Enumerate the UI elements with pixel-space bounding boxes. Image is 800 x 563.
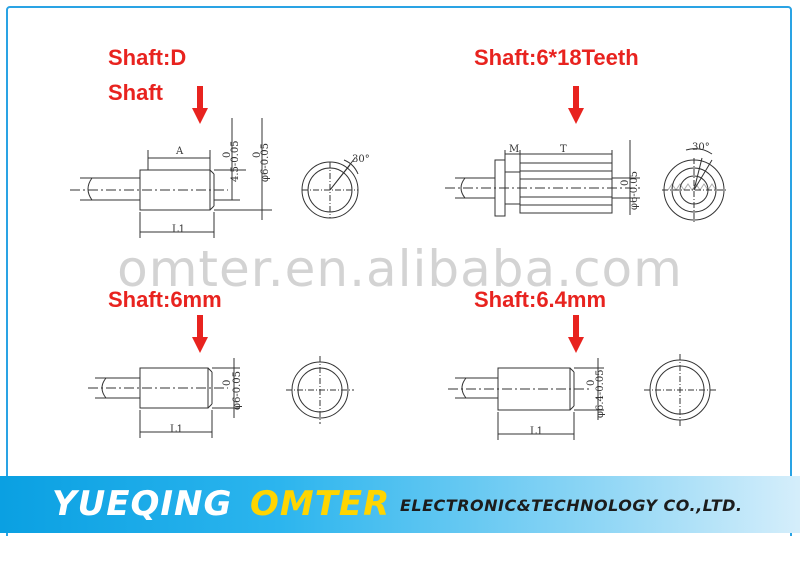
6mm-shaft-end-view (286, 356, 354, 424)
dim-6-4-label: φ6.4-0.05 (595, 369, 606, 418)
6mm-shaft-side-view (88, 358, 240, 438)
dim-zero-label: 0 (620, 180, 631, 186)
banner-yueqing: YUEQING (52, 484, 233, 524)
banner-omter: OMTER (250, 484, 391, 524)
dim-zero-label: 0 (586, 380, 597, 386)
dim-zero-label: 0 (222, 380, 233, 386)
d-shaft-end-view (301, 157, 359, 219)
dim-6-label: φ6-0.05 (232, 371, 243, 410)
dim-m-label: M (509, 144, 519, 155)
banner-company-suffix: ELECTRONIC&TECHNOLOGY CO.,LTD. (400, 496, 743, 515)
title-shaft-d: Shaft:D (108, 45, 187, 70)
dim-t-label: T (560, 144, 567, 155)
dim-l1-label: L1 (170, 424, 183, 435)
title-shaft-6-4mm: Shaft:6.4mm (474, 287, 607, 312)
arrow-down-icon (192, 86, 208, 124)
subtitle-shaft: Shaft (108, 80, 163, 105)
dim-6-label: φ6-0.05 (260, 143, 271, 182)
6-4mm-shaft-side-view (448, 358, 604, 440)
arrow-down-icon (192, 315, 208, 353)
teeth-shaft-end-view (662, 148, 726, 222)
dim-zero-label: 0 (222, 152, 233, 158)
6-4mm-shaft-end-view (644, 354, 716, 426)
arrow-down-icon (568, 315, 584, 353)
dim-angle-label: 30° (352, 154, 370, 165)
watermark: omter.en.alibaba.com (117, 240, 683, 298)
company-banner: YUEQING OMTER ELECTRONIC&TECHNOLOGY CO.,… (0, 476, 800, 533)
arrow-down-icon (568, 86, 584, 124)
dim-6-label: φ6-0.05 (629, 171, 640, 210)
dim-zero-label: 0 (252, 152, 263, 158)
dim-4-5-label: 4.5-0.05 (230, 140, 241, 182)
dim-l1-label: L1 (172, 224, 185, 235)
title-shaft-teeth: Shaft:6*18Teeth (474, 45, 639, 70)
title-shaft-6mm: Shaft:6mm (108, 287, 222, 312)
d-shaft-side-view (70, 118, 272, 238)
bottom-strip (0, 536, 800, 563)
dim-a-label: A (175, 146, 184, 157)
dim-angle-label: 30° (692, 142, 710, 153)
teeth-shaft-side-view (445, 140, 640, 217)
dim-l1-label: L1 (530, 426, 543, 437)
technical-drawings: A L1 0 4.5-0.05 0 φ6-0.05 30° M T 0 φ6-0… (70, 118, 726, 440)
